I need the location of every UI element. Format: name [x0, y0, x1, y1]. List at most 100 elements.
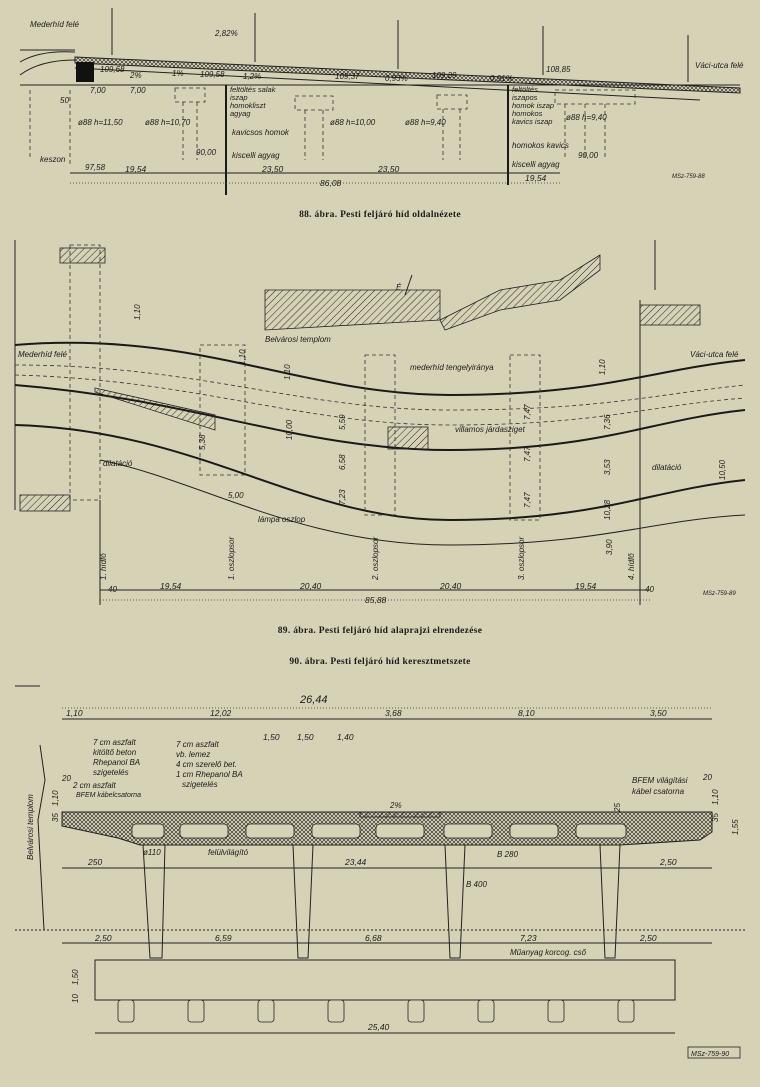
label-axis: mederhíd tengelyiránya: [410, 363, 494, 372]
foundation-slab: [94, 959, 676, 1001]
label-span: 19,54: [575, 581, 597, 591]
label-dimension: 7,36: [603, 414, 612, 430]
material-note-middle: 7 cm aszfalt vb. lemez 4 cm szerelő bet.…: [176, 740, 243, 789]
label-lamp: lámpa oszlop: [258, 515, 306, 524]
tram-island: [387, 426, 429, 450]
label-soil: kiscelli agyag: [512, 160, 560, 169]
figure-89-plan-view: Belvárosi templom É Mederhíd felé Váci-u…: [14, 240, 746, 636]
label-soil: kavicsos homok: [232, 128, 290, 137]
note-line: 1 cm Rhepanol BA: [176, 770, 243, 779]
drawing-stamp: MSz-759-89: [703, 591, 736, 597]
label-dimension: 3,90: [605, 539, 614, 555]
label-level: 97,58: [85, 163, 106, 172]
label-dimension: 1,50: [297, 732, 314, 742]
label-dimension: 20: [702, 773, 712, 782]
label-dimension: 7,23: [520, 933, 537, 943]
label-base-width: 25,40: [367, 1022, 390, 1032]
drawing-stamp-box: [687, 1046, 741, 1059]
church-outline-2: [439, 254, 601, 331]
label-church: Belvárosi templom: [26, 794, 35, 860]
label-dimension: 35: [51, 813, 60, 822]
note-line: 2 cm aszfalt: [72, 781, 116, 790]
label-span: 19,54: [160, 581, 182, 591]
label-pile: ø88 h=10,00: [330, 118, 376, 127]
label-dimension: 23,44: [344, 857, 367, 867]
label-dimension: 1,10: [133, 304, 142, 320]
label-dimension: 1,10: [598, 359, 607, 375]
north-arrow: É: [396, 283, 402, 292]
note-line: szigetelés: [93, 768, 129, 777]
label-dimension: 5,00: [228, 491, 244, 500]
figure-caption: 88. ábra. Pesti feljáró híd oldalnézete: [299, 210, 461, 220]
label-slope: 1,2%: [243, 72, 261, 81]
label-dimension: 3,50: [650, 708, 667, 718]
label-level: 109,58: [200, 70, 225, 79]
label-level: 90,00: [196, 148, 217, 157]
label-dilatation: dilatáció: [103, 459, 133, 468]
label-total: 86,08: [320, 178, 342, 188]
label-tram-island: villamos járdasziget: [455, 425, 526, 434]
label-skylight: felülvilágító: [208, 848, 249, 857]
label-dimension: 1,10: [283, 364, 292, 380]
label-slope: 2%: [129, 71, 142, 80]
girder-cells: [131, 823, 627, 839]
label-span: 19,54: [525, 173, 547, 183]
label-pile: ø88 h=11,50: [78, 118, 123, 127]
label-total: 85,88: [365, 595, 387, 605]
label-dimension: 1,55: [731, 819, 740, 835]
church-wall: [37, 744, 46, 931]
label-dimension: 250: [87, 857, 102, 867]
label-dimension: 7,23: [338, 489, 347, 505]
drawing-stamp: MSz-759-90: [691, 1051, 729, 1058]
figure-90-cross-section: 90. ábra. Pesti feljáró híd keresztmetsz…: [15, 657, 745, 1059]
label-dimension: 5,38: [198, 434, 207, 450]
label-column-row: 2. oszlopsor: [371, 537, 380, 581]
deck-underside: [74, 67, 701, 101]
label-span: 23,50: [261, 164, 284, 174]
label-dimension: 35: [711, 813, 720, 822]
label-abutment: 4. hídfő: [627, 553, 636, 580]
note-line: BFEM világítási: [632, 776, 688, 785]
label-dimension: 3,53: [603, 459, 612, 475]
label-span: 23,50: [377, 164, 400, 174]
note-line: Rhepanol BA: [93, 758, 140, 767]
label-dimension: 2,50: [639, 933, 657, 943]
label-slope: 0,93%: [385, 74, 408, 83]
label-dimension: 2,50: [659, 857, 677, 867]
label-dimension: 1,10: [238, 349, 247, 365]
label-total-width: 26,44: [299, 694, 328, 706]
label-dimension: 12,02: [210, 708, 232, 718]
label-concrete-grade: B 400: [466, 880, 487, 889]
label-direction-left: Mederhíd felé: [18, 350, 67, 359]
label-direction-right: Váci-utca felé: [695, 61, 744, 70]
label-soil: homokos kavics: [512, 141, 569, 150]
label-caisson: keszon: [40, 155, 66, 164]
label-pile: ø88 h=9,40: [405, 118, 446, 127]
label-pipe: Műanyag korcog. cső: [510, 948, 587, 957]
label-dimension: 7,00: [90, 86, 106, 95]
label-slope: 2,82%: [214, 29, 238, 38]
ramp-hatched: [94, 387, 216, 431]
stair-right: [639, 304, 701, 326]
label-dimension: 6,59: [215, 933, 232, 943]
label-soil: kiscelli agyag: [232, 151, 280, 160]
note-line: szigetelés: [182, 780, 218, 789]
label-dimension: 7,47: [523, 446, 532, 462]
piers: [29, 87, 636, 165]
label-dimension: 10,28: [603, 499, 612, 520]
label-diameter: ø110: [143, 848, 161, 857]
label-dimension: 5,59: [338, 414, 347, 430]
label-level: 109,68: [100, 65, 125, 74]
label-slope: 0,91%: [490, 74, 513, 83]
bridge-edge-bottom: [14, 424, 746, 522]
label-dimension: 10,00: [285, 419, 294, 440]
label-dimension: 10,50: [718, 459, 727, 480]
stair-left-lower: [19, 494, 71, 512]
material-note-right: BFEM világítási kábel csatorna: [632, 776, 688, 796]
piles: [117, 999, 635, 1023]
label-column-row: 1. oszlopsor: [227, 537, 236, 580]
label-span: 20,40: [439, 581, 462, 591]
drawing-stamp: MSz-759-88: [672, 174, 705, 180]
bridge-edge-top: [14, 341, 746, 397]
lamp-poles: [111, 8, 689, 82]
